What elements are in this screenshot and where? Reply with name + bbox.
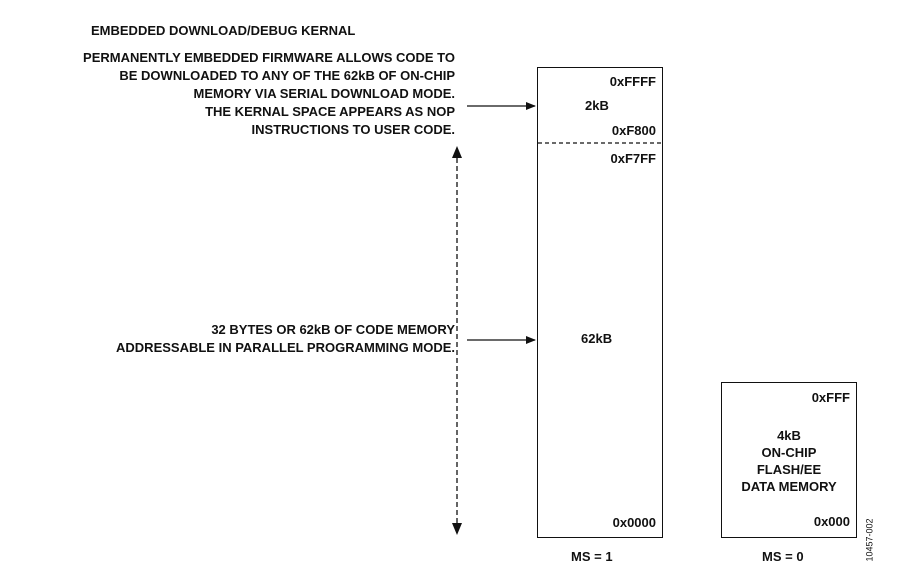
code-memory-note-line-1: 32 BYTES OR 62kB OF CODE MEMORY <box>211 322 455 337</box>
data-memory-desc-line-1: ON-CHIP <box>761 445 817 460</box>
data-memory-desc-line-3: DATA MEMORY <box>741 479 837 494</box>
user-top-address: 0xF7FF <box>610 151 656 166</box>
data-memory-size-label: 4kB <box>777 428 801 443</box>
kernal-description-line-3: MEMORY VIA SERIAL DOWNLOAD MODE. <box>193 86 455 101</box>
kernal-description-line-4: THE KERNAL SPACE APPEARS AS NOP <box>205 104 455 119</box>
range-span-up-arrowhead <box>452 146 462 158</box>
data-memory-desc-line-2: FLASH/EE <box>756 462 822 477</box>
kernal-description-line-1: PERMANENTLY EMBEDDED FIRMWARE ALLOWS COD… <box>83 50 455 65</box>
code-bottom-address: 0x0000 <box>612 515 656 530</box>
data-bottom-address: 0x000 <box>813 514 850 529</box>
code-memory-block: 0xFFFF 2kB 0xF800 0xF7FF 62kB 0x0000 <box>537 67 663 538</box>
kernal-base-address: 0xF800 <box>611 123 656 138</box>
data-top-address: 0xFFF <box>811 390 850 405</box>
kernal-title: EMBEDDED DOWNLOAD/DEBUG KERNAL <box>91 23 356 38</box>
kernal-description-line-5: INSTRUCTIONS TO USER CODE. <box>251 122 455 137</box>
user-memory-size-label: 62kB <box>581 331 613 346</box>
data-memory-block: 0xFFF 4kB ON-CHIP FLASH/EE DATA MEMORY 0… <box>721 382 857 538</box>
code-top-address: 0xFFFF <box>609 74 656 89</box>
range-span-down-arrowhead <box>452 523 462 535</box>
code-mode-label: MS = 1 <box>571 549 613 564</box>
kernal-description-line-2: BE DOWNLOADED TO ANY OF THE 62kB OF ON-C… <box>119 68 455 83</box>
code-memory-note-line-2: ADDRESSABLE IN PARALLEL PROGRAMMING MODE… <box>116 340 455 355</box>
kernal-size-label: 2kB <box>585 98 609 113</box>
data-mode-label: MS = 0 <box>762 549 804 564</box>
